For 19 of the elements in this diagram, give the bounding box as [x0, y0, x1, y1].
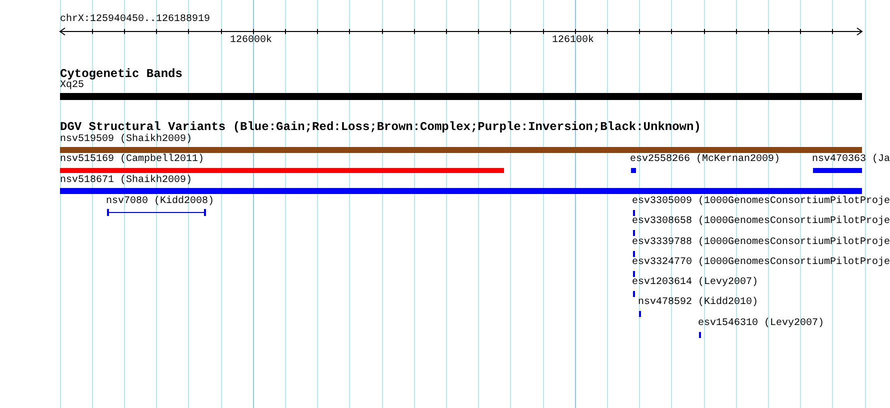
tick-label: 126100k [552, 35, 594, 47]
variant-label: nsv7080 (Kidd2008) [106, 196, 214, 208]
track-title: Cytogenetic Bands [60, 67, 182, 81]
variant-label: esv2558266 (McKernan2009) [630, 154, 780, 166]
variant-label: esv1203614 (Levy2007) [632, 277, 758, 289]
variant-label: nsv515169 (Campbell2011) [60, 154, 204, 166]
track-title: DGV Structural Variants (Blue:Gain;Red:Loss;Brown:Complex;Purple:Inversion;Black:Unknown) [60, 120, 701, 134]
variant-label: esv1546310 (Levy2007) [698, 318, 824, 330]
variant-label: esv3308658 (1000GenomesConsortiumPilotProje [632, 216, 890, 228]
variant-label: nsv470363 (Ja [812, 154, 890, 166]
variant-label: esv3324770 (1000GenomesConsortiumPilotProje [632, 257, 890, 269]
variant-label: nsv518671 (Shaikh2009) [60, 175, 192, 187]
variant-label: nsv478592 (Kidd2010) [638, 297, 758, 309]
tick-label: 126000k [230, 35, 272, 47]
band-label: Xq25 [60, 80, 84, 92]
variant-label: esv3305009 (1000GenomesConsortiumPilotProje [632, 196, 890, 208]
coordinate-label: chrX:125940450..126188919 [60, 14, 210, 26]
variant-label: nsv519509 (Shaikh2009) [60, 134, 192, 146]
variant-label: esv3339788 (1000GenomesConsortiumPilotProje [632, 237, 890, 249]
